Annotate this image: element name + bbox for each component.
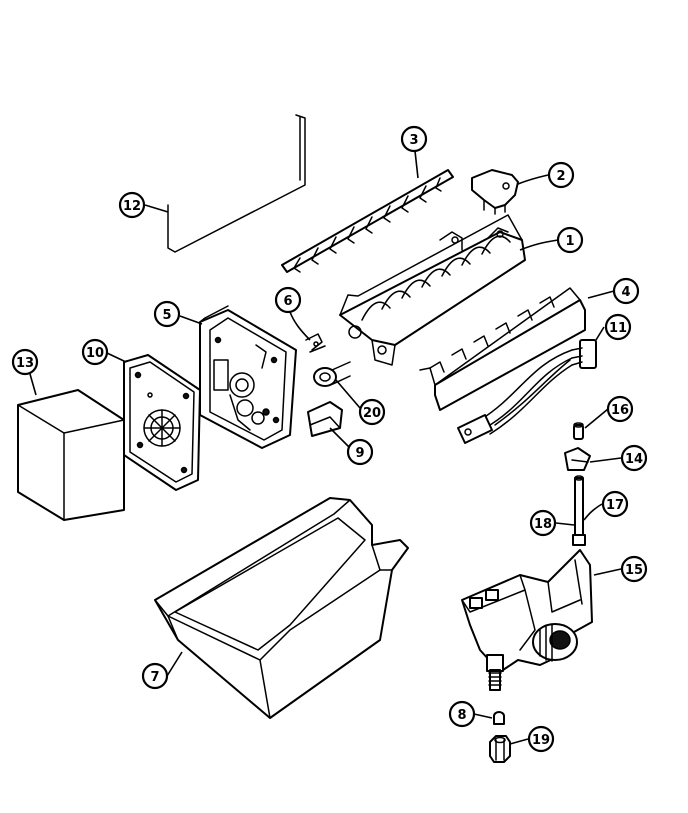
part-4-channel <box>419 287 586 411</box>
callout-11: 11 <box>604 313 632 341</box>
svg-text:3: 3 <box>409 133 418 148</box>
svg-text:7: 7 <box>150 670 159 685</box>
part-11-wire-harness <box>457 339 597 444</box>
svg-text:12: 12 <box>123 199 141 214</box>
svg-text:14: 14 <box>625 452 643 467</box>
part-7-ice-bucket <box>154 497 409 719</box>
callout-6: 6 <box>274 286 302 314</box>
part-1-ice-mold <box>339 214 526 366</box>
leader-lines <box>29 150 622 745</box>
svg-text:8: 8 <box>457 708 466 723</box>
callout-14: 14 <box>620 444 648 472</box>
part-12-shutoff-arm <box>167 114 306 253</box>
callout-19: 19 <box>527 725 555 753</box>
part-13-front-cover <box>17 389 125 521</box>
callout-13: 13 <box>11 348 39 376</box>
part-3-ejector <box>281 169 454 273</box>
callout-16: 16 <box>606 395 634 423</box>
part-9-bracket <box>307 401 343 437</box>
callout-7: 7 <box>141 662 169 690</box>
callout-9: 9 <box>346 438 374 466</box>
callout-8: 8 <box>448 700 476 728</box>
part-15-water-valve <box>461 549 593 691</box>
callout-20: 20 <box>358 398 386 426</box>
svg-text:2: 2 <box>556 169 565 184</box>
part-8-compression-sleeve <box>493 711 505 725</box>
svg-text:13: 13 <box>16 356 34 371</box>
svg-text:18: 18 <box>534 517 552 532</box>
svg-text:9: 9 <box>355 446 364 461</box>
part-19-nut <box>489 735 511 763</box>
part-14-clamp <box>564 447 591 471</box>
part-5-module-housing <box>199 305 297 449</box>
part-2-stripper <box>471 169 519 215</box>
callout-10: 10 <box>81 338 109 366</box>
svg-text:19: 19 <box>532 733 550 748</box>
callout-12: 12 <box>118 191 146 219</box>
callout-15: 15 <box>620 555 648 583</box>
svg-text:17: 17 <box>606 498 624 513</box>
svg-text:5: 5 <box>162 308 171 323</box>
callout-4: 4 <box>612 277 640 305</box>
part-16-plug <box>573 422 584 440</box>
part-6-clip <box>305 333 326 353</box>
svg-text:11: 11 <box>609 321 627 336</box>
callout-5: 5 <box>153 300 181 328</box>
svg-text:20: 20 <box>363 406 381 421</box>
svg-text:1: 1 <box>565 234 574 249</box>
callout-17: 17 <box>601 490 629 518</box>
svg-text:15: 15 <box>625 563 643 578</box>
part-17-fill-tube <box>572 475 586 546</box>
svg-text:6: 6 <box>283 294 292 309</box>
part-10-cover-plate <box>123 354 201 491</box>
callout-2: 2 <box>547 161 575 189</box>
svg-text:4: 4 <box>621 285 630 300</box>
callout-1: 1 <box>556 226 584 254</box>
callout-18: 18 <box>529 509 557 537</box>
callout-3: 3 <box>400 125 428 153</box>
svg-text:10: 10 <box>86 346 104 361</box>
svg-text:16: 16 <box>611 403 629 418</box>
part-20-thermostat <box>313 361 351 387</box>
